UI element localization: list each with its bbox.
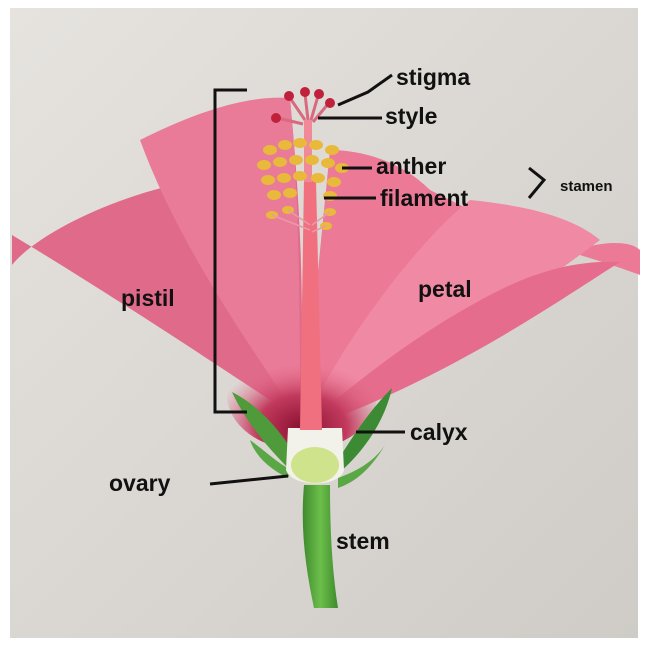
label-petal: petal (418, 276, 472, 302)
label-filament: filament (380, 185, 469, 211)
label-anther: anther (376, 153, 446, 179)
label-pistil: pistil (121, 285, 175, 311)
label-style: style (385, 103, 437, 129)
label-calyx: calyx (410, 419, 468, 445)
label-stigma: stigma (396, 64, 470, 90)
label-ovary: ovary (109, 470, 171, 496)
label-stamen: stamen (560, 178, 613, 195)
label-stem: stem (336, 528, 390, 554)
